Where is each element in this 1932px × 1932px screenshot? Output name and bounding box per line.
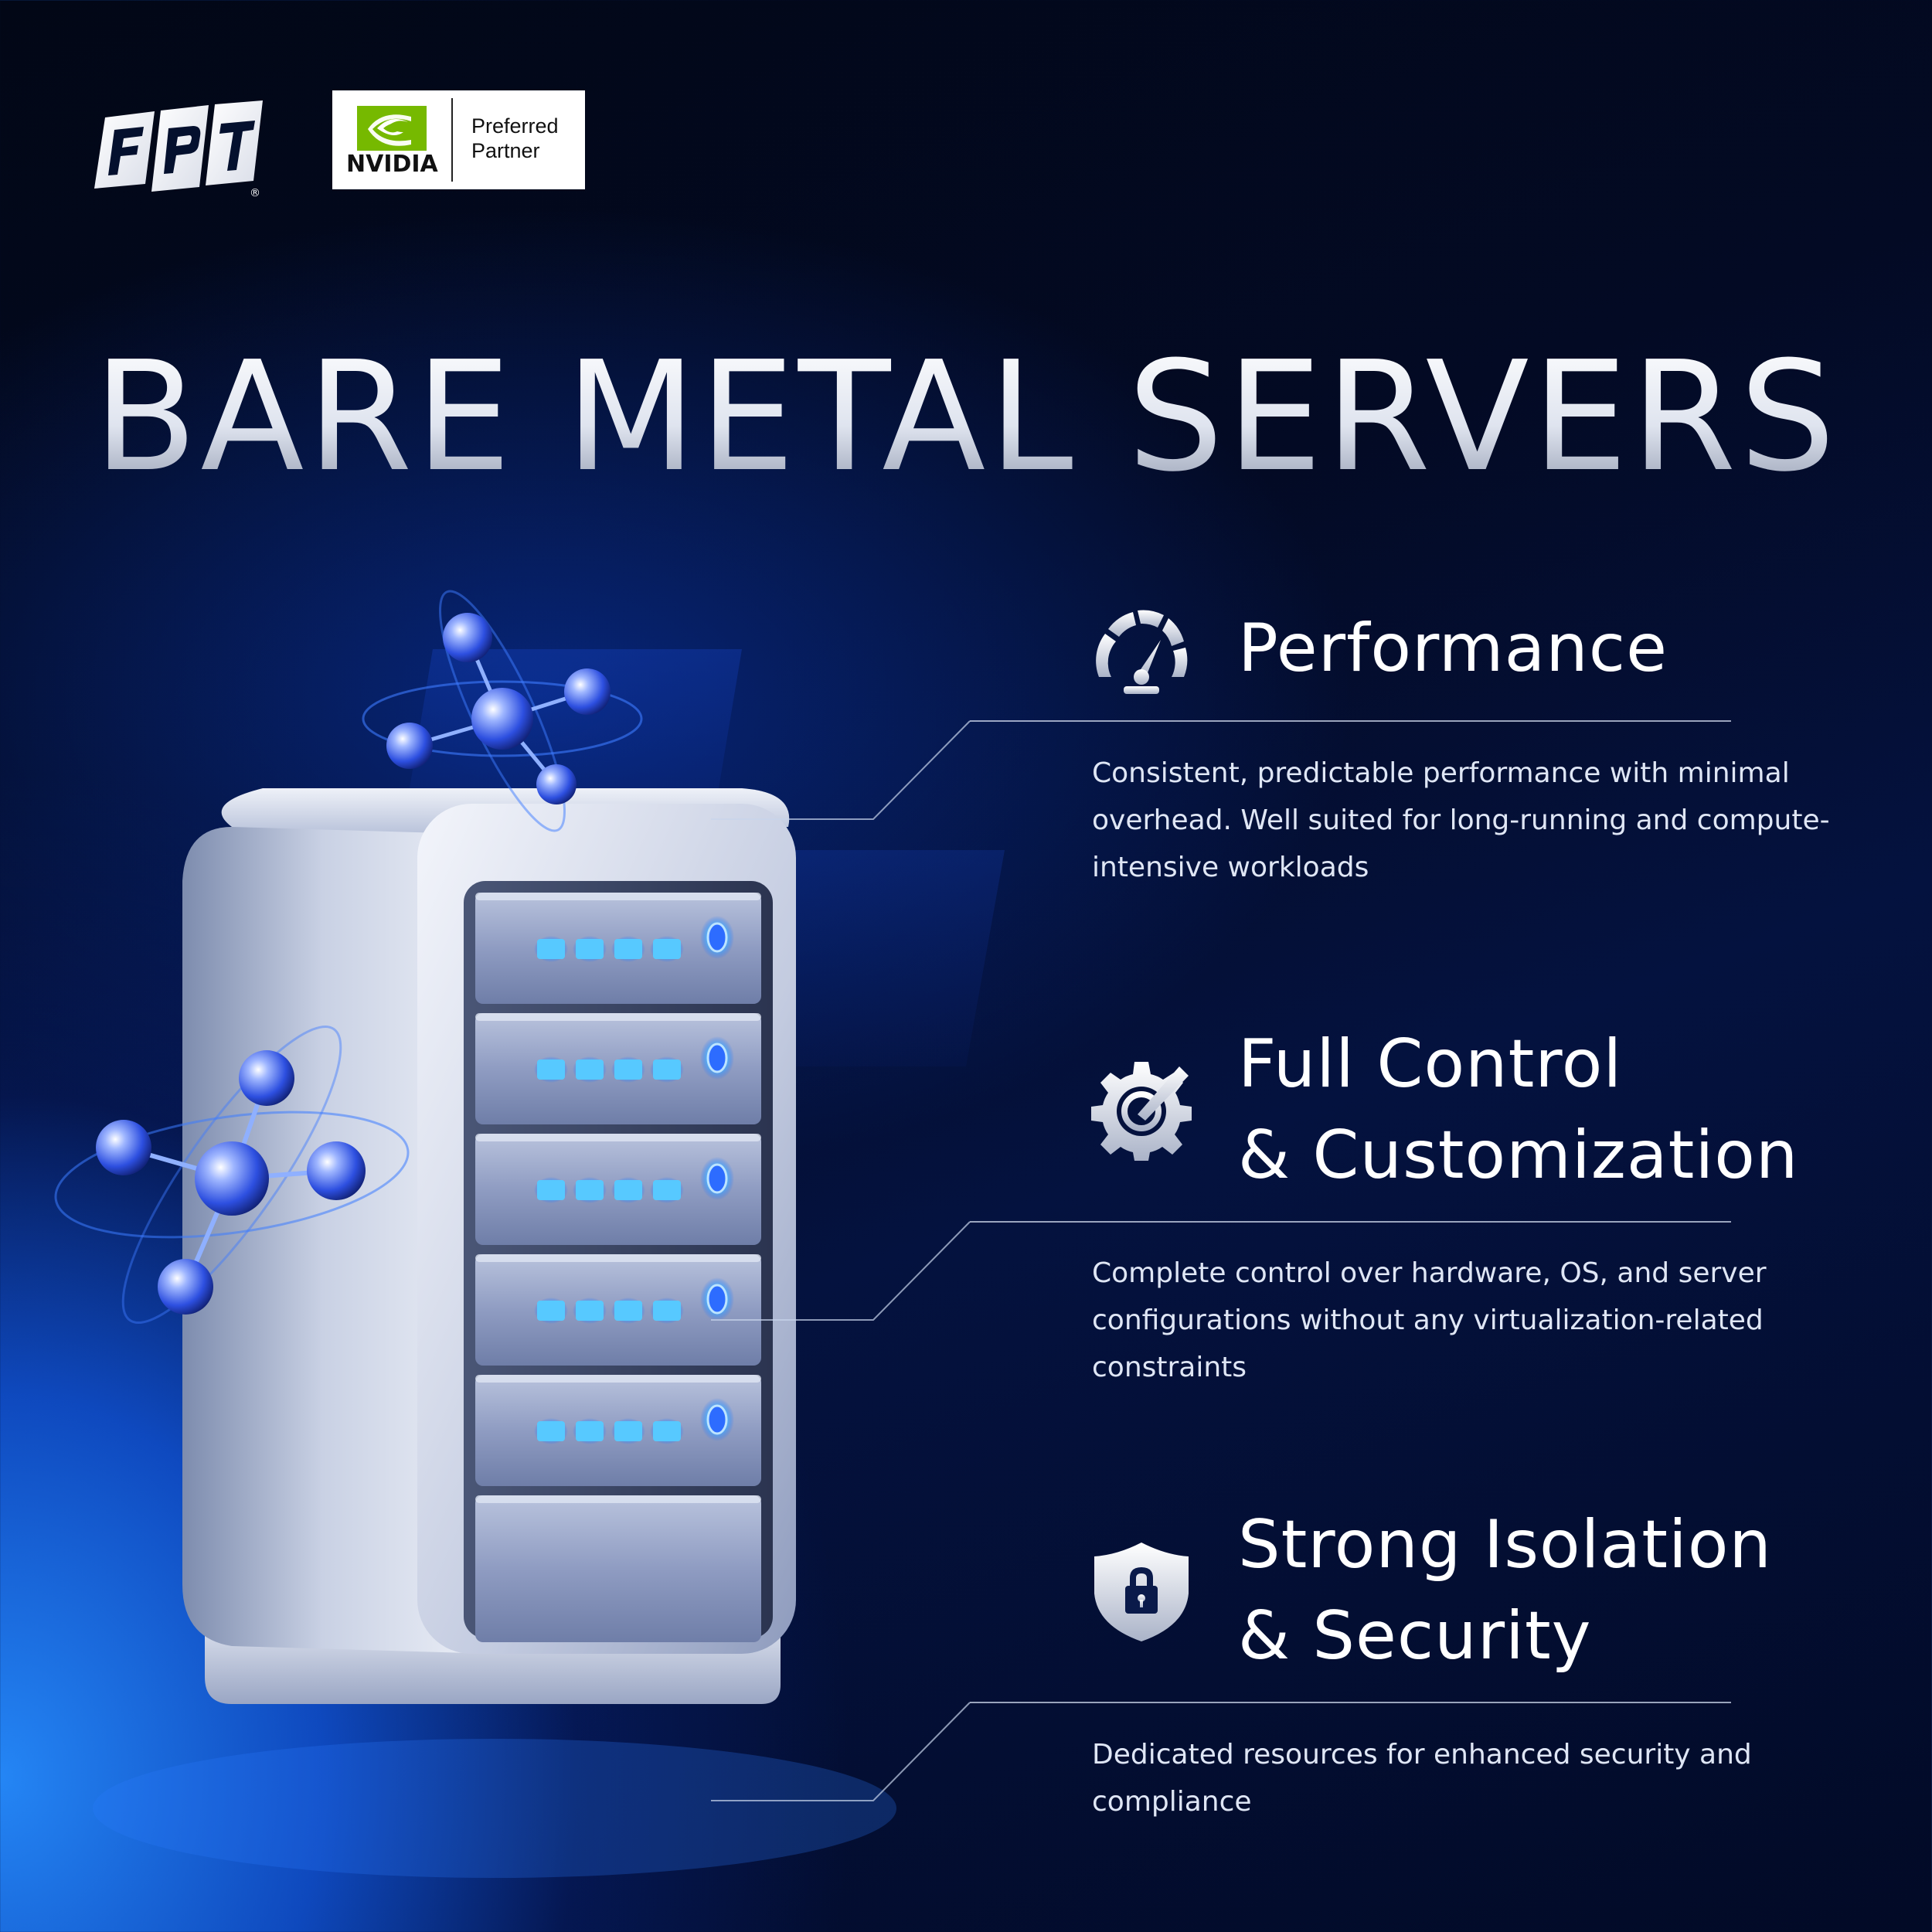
server-tower-graphic <box>54 590 1005 1878</box>
feature-title-control: Full Control & Customization <box>1238 1019 1798 1201</box>
page-title: BARE METAL SERVERS <box>0 332 1932 502</box>
drive-bays <box>475 893 761 1642</box>
connector-lines <box>711 720 971 1801</box>
server-case-side <box>182 827 495 1654</box>
fpt-registered-mark: ® <box>250 187 260 199</box>
partner-text: Preferred Partner <box>471 114 559 163</box>
drive-bay <box>475 893 761 1004</box>
drive-bay <box>475 1254 761 1366</box>
drive-bay <box>475 1013 761 1124</box>
feature-title-security: Strong Isolation & Security <box>1238 1499 1772 1682</box>
nvidia-eye-icon <box>357 106 427 151</box>
feature-divider <box>970 1221 1731 1223</box>
feature-divider <box>970 1702 1731 1703</box>
shield-lock-icon <box>1090 1539 1193 1643</box>
feature-title-line: Full Control <box>1238 1026 1623 1103</box>
nvidia-partner-badge: NVIDIA Preferred Partner <box>332 90 585 189</box>
feature-description-control: Complete control over hardware, OS, and … <box>1092 1257 1767 1383</box>
drive-bay <box>475 1134 761 1245</box>
nvidia-wordmark: NVIDIA <box>346 151 438 178</box>
server-illustration <box>0 572 1082 1932</box>
drive-bay <box>475 1375 761 1486</box>
partner-line-2: Partner <box>471 139 540 162</box>
feature-divider <box>970 720 1731 722</box>
gear-control-icon <box>1090 1059 1193 1162</box>
feature-description-security: Dedicated resources for enhanced securit… <box>1092 1739 1752 1818</box>
fpt-logo: ® <box>91 100 265 199</box>
feature-title-line: & Customization <box>1238 1117 1799 1194</box>
floor-reflection <box>93 1739 896 1878</box>
drive-bay-blank <box>475 1495 761 1642</box>
speedometer-icon <box>1090 603 1193 706</box>
badge-divider <box>451 98 453 182</box>
feature-description-performance: Consistent, predictable performance with… <box>1092 757 1830 883</box>
feature-title-line: Performance <box>1238 610 1668 687</box>
partner-line-1: Preferred <box>471 114 559 138</box>
feature-title-performance: Performance <box>1238 603 1668 694</box>
molecule-left <box>54 1025 410 1325</box>
feature-title-line: & Security <box>1238 1597 1592 1675</box>
molecule-top <box>362 590 643 832</box>
feature-title-line: Strong Isolation <box>1238 1506 1772 1583</box>
